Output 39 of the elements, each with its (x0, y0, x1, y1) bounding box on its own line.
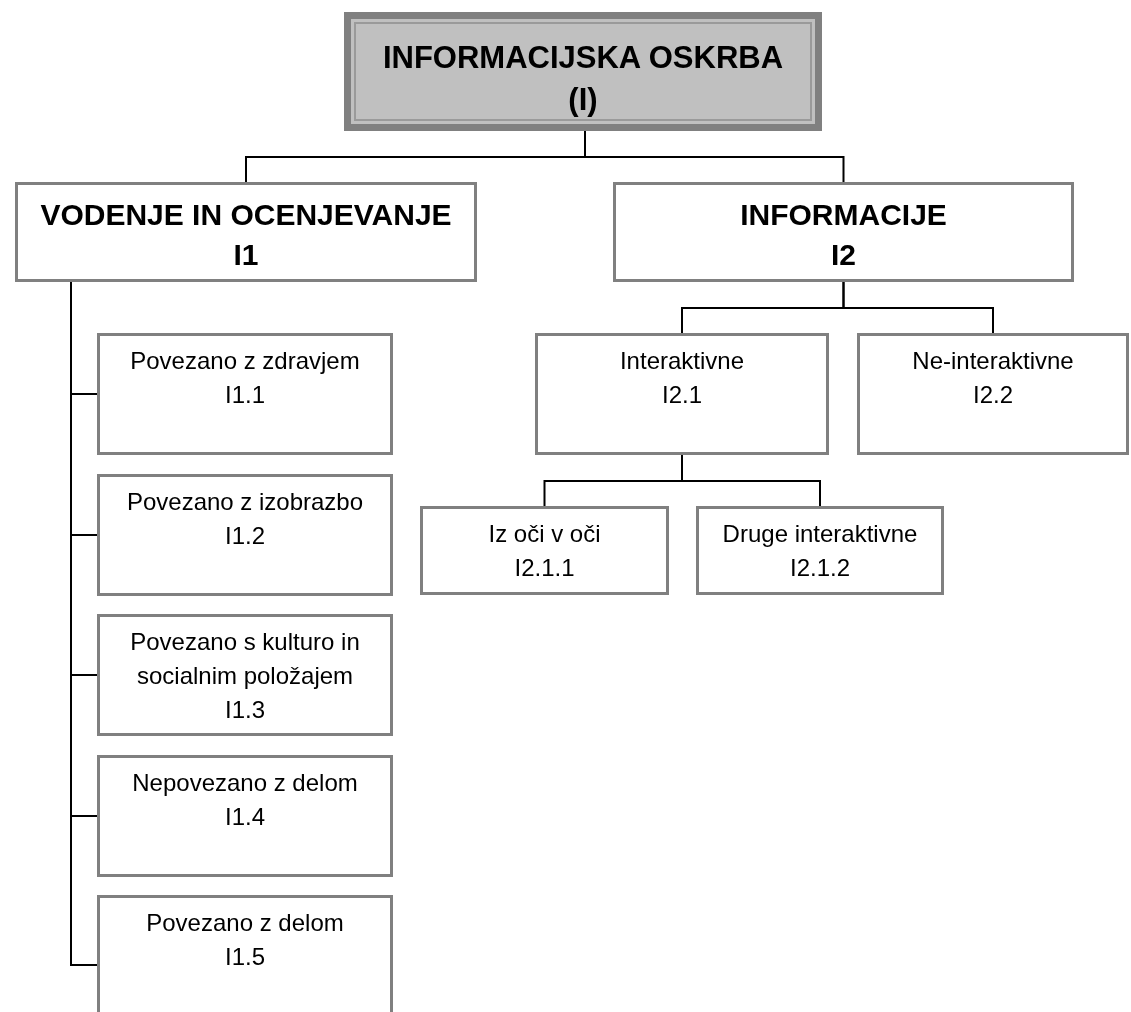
connector-line (842, 281, 994, 334)
category-box (15, 182, 477, 282)
node-title: Povezano z izobrazbo (126, 487, 364, 517)
node-title: VODENJE IN OCENJEVANJE (40, 197, 452, 233)
node-code: I1.2 (225, 521, 265, 551)
node-title: Povezano z delom (146, 908, 344, 938)
node-code: I2.2 (973, 380, 1013, 410)
subcategory-box (696, 506, 944, 595)
node-title: Iz oči v oči (488, 519, 601, 549)
node-title: Interaktivne (619, 346, 745, 376)
node-title: Nepovezano z delom (132, 768, 358, 798)
node-title: Povezano s kulturo in socialnim položajem (129, 627, 361, 691)
node-title: Druge interaktivne (722, 519, 918, 549)
node-code: I1.5 (225, 942, 265, 972)
subcategory-box (97, 333, 393, 455)
node-code: I2.1 (662, 380, 702, 410)
node-code: I2 (831, 237, 856, 273)
node-title: Povezano z zdravjem (130, 346, 360, 376)
node-code: I1.3 (225, 695, 265, 725)
node-code: I2.1.1 (514, 553, 575, 583)
connector-line (681, 454, 821, 507)
node-title: Ne-interaktivne (912, 346, 1074, 376)
subcategory-box (97, 755, 393, 877)
node-code: I1.1 (225, 380, 265, 410)
node-code: I2.1.2 (789, 553, 850, 583)
node-title: INFORMACIJE (740, 197, 947, 233)
node-code: I1.4 (225, 802, 265, 832)
subcategory-box (97, 474, 393, 596)
category-box (613, 182, 1074, 282)
subcategory-box (97, 614, 393, 736)
node-code: I1 (233, 237, 259, 273)
node-title: INFORMACIJSKA OSKRBA (382, 39, 784, 77)
subcategory-box (97, 895, 393, 1012)
connector-line (584, 130, 845, 183)
subcategory-box (857, 333, 1129, 455)
subcategory-box (535, 333, 829, 455)
node-code: (I) (568, 81, 598, 119)
root-box (344, 12, 822, 131)
subcategory-box (420, 506, 669, 595)
